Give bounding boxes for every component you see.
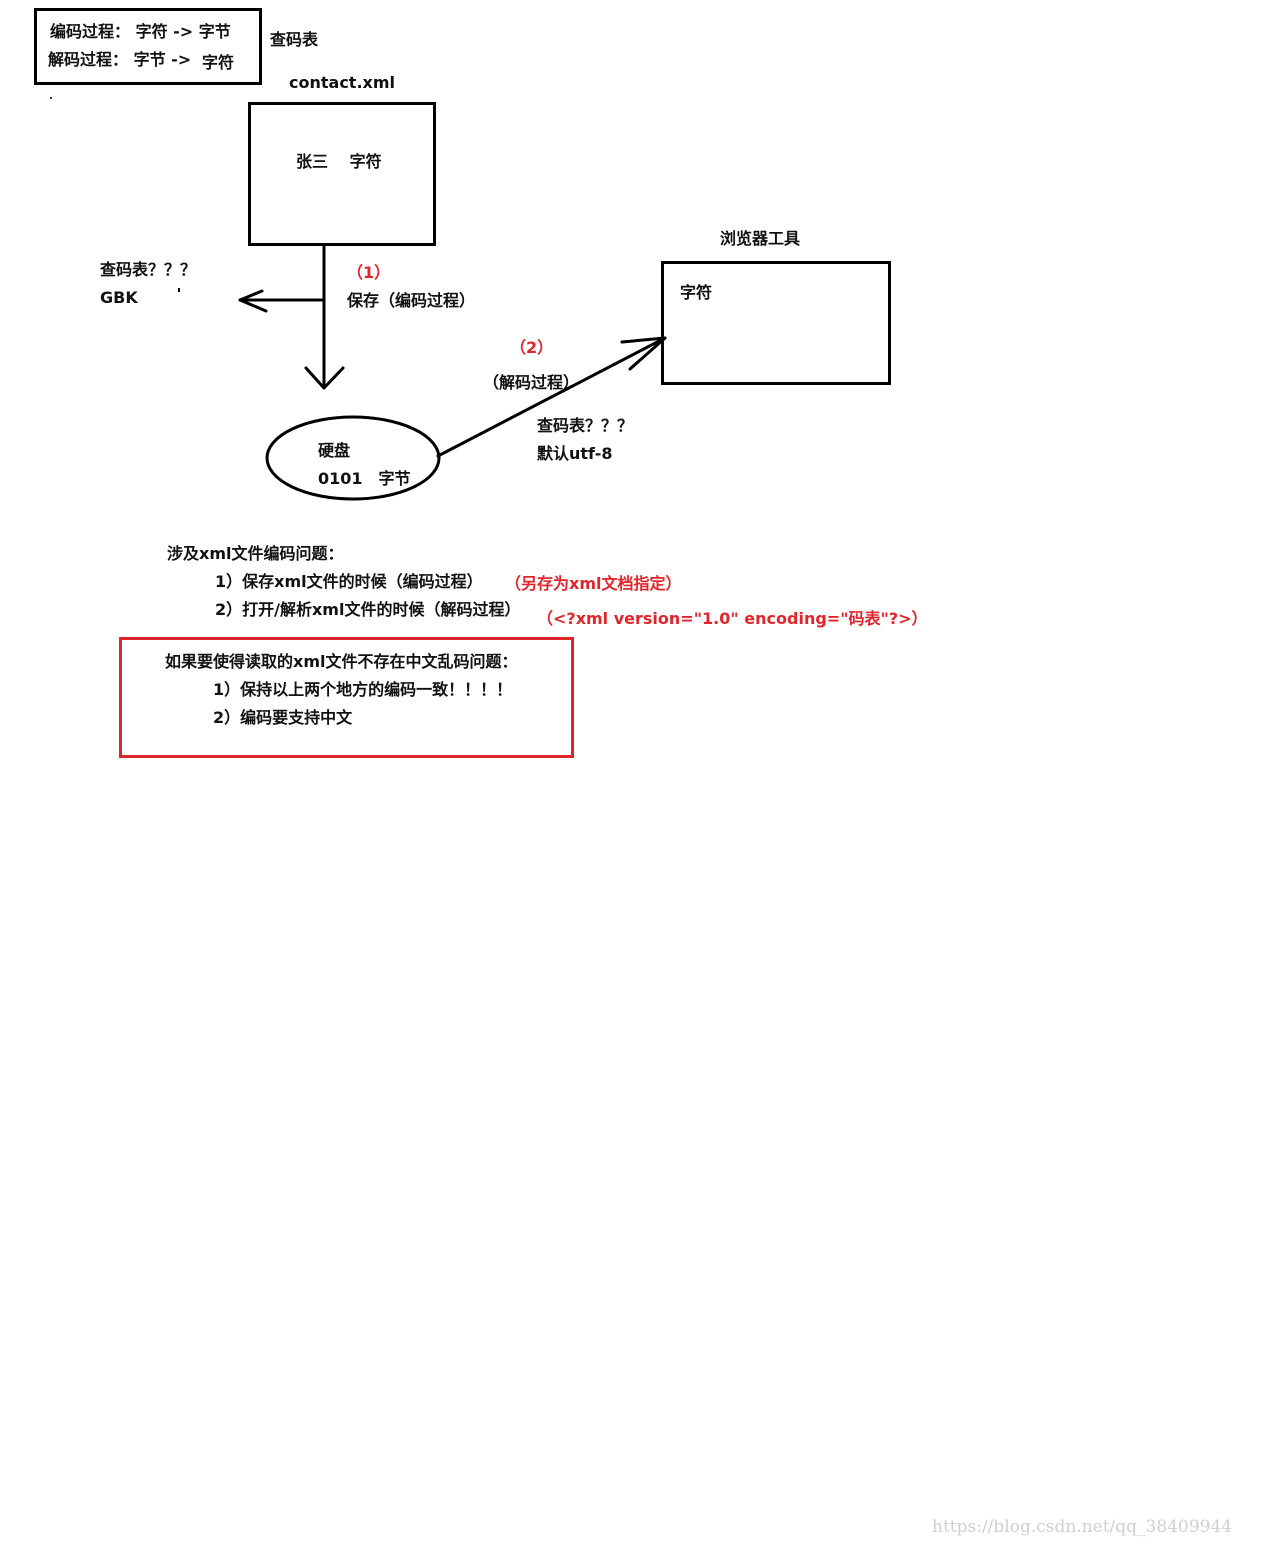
browser-title: 浏览器工具 [720,229,801,248]
file-box-title: contact.xml [289,73,395,92]
legend-decode-line: 解码过程： 字节 -> [48,50,192,69]
step2-label: （解码过程） [483,373,580,392]
decode-arrow-head [620,336,667,371]
legend-box [34,8,262,85]
issues-item2-note: （<?xml version="1.0" encoding="码表"?>） [537,609,928,628]
step2-table-value: 默认utf-8 [537,444,613,463]
file-box-content: 张三 字符 [296,152,382,171]
stray-dot [50,97,52,99]
conclusion-box [119,637,574,758]
conclusion-item2: 2）编码要支持中文 [213,708,353,727]
lookup-table-label: 查码表 [270,30,319,49]
save-arrow-head [304,366,345,390]
step1-table-value: GBK [100,288,138,307]
browser-box [661,261,891,385]
conclusion-item1: 1）保持以上两个地方的编码一致！！！！ [213,680,513,699]
legend-decode-tail: 字符 [202,53,235,72]
gbk-arrow-head [238,289,268,313]
file-box [248,102,436,246]
conclusion-heading: 如果要使得读取的xml文件不存在中文乱码问题： [165,652,518,671]
step1-table-question: 查码表？？？ [100,260,197,279]
step1-number: （1） [347,263,391,282]
step1-label: 保存（编码过程） [347,291,476,310]
issues-heading: 涉及xml文件编码问题： [167,544,344,563]
issues-item2: 2）打开/解析xml文件的时候（解码过程） [215,600,521,619]
issues-item1: 1）保存xml文件的时候（编码过程） [215,572,483,591]
browser-content: 字符 [680,283,713,302]
issues-item1-note: （另存为xml文档指定） [505,574,682,593]
disk-content: 0101 字节 [318,469,411,488]
disk-ellipse [265,415,441,501]
decode-arrow-shaft [436,336,667,458]
step2-number: （2） [510,338,554,357]
disk-title: 硬盘 [318,441,351,460]
legend-encode-line: 编码过程： 字符 -> 字节 [50,22,231,41]
watermark: https://blog.csdn.net/qq_38409944 [932,1517,1233,1537]
step2-table-question: 查码表？？？ [537,416,634,435]
